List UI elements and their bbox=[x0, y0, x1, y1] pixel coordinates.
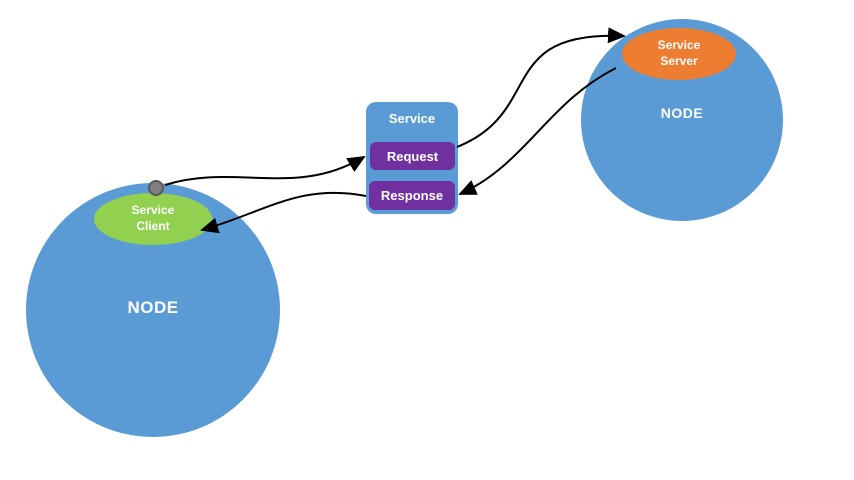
service-server-label: Service Server bbox=[657, 38, 701, 68]
service-title: Service bbox=[388, 111, 436, 126]
left-node-label: NODE bbox=[127, 298, 179, 317]
response-box: Response bbox=[369, 181, 455, 210]
right-node-label: NODE bbox=[660, 105, 704, 121]
request-box: Request bbox=[370, 142, 455, 170]
service-server-ellipse: Service Server bbox=[622, 28, 736, 80]
request-label: Request bbox=[386, 148, 439, 164]
service-client-ellipse: Service Client bbox=[94, 193, 212, 245]
connection-dot bbox=[148, 180, 164, 196]
arrow-client-to-request bbox=[164, 155, 366, 186]
response-label: Response bbox=[380, 188, 444, 203]
service-client-label: Service Client bbox=[131, 203, 175, 233]
